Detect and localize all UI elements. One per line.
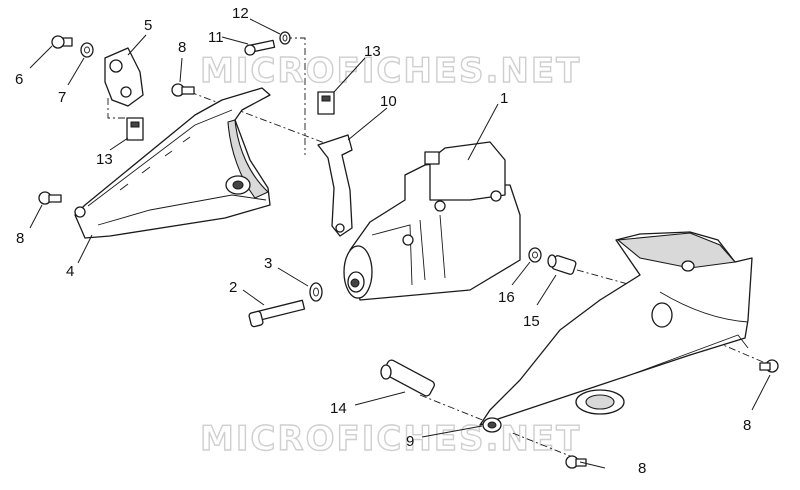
bolt-2-part <box>248 299 306 328</box>
clamp-bracket-part <box>104 47 144 107</box>
callout-10: 10 <box>380 93 397 110</box>
screw-8-right-part <box>759 359 779 373</box>
washer-16-part <box>528 247 542 263</box>
screw-8-top-part <box>171 83 195 97</box>
washer-12-part <box>279 31 291 45</box>
callout-14: 14 <box>330 400 347 417</box>
callout-7: 7 <box>58 89 66 106</box>
support-bracket-part <box>317 134 353 237</box>
callout-15: 15 <box>523 313 540 330</box>
callout-8-bottom: 8 <box>638 460 646 477</box>
washer-3-part <box>309 282 323 302</box>
clip-right-part <box>317 91 335 115</box>
callout-3: 3 <box>264 255 272 272</box>
spacer-15-part <box>547 254 577 275</box>
lower-cover-part <box>479 231 753 433</box>
callout-8-right: 8 <box>743 417 751 434</box>
callout-5: 5 <box>144 17 152 34</box>
screw-8-left-part <box>38 191 62 205</box>
callout-11: 11 <box>208 29 224 46</box>
watermark-bottom: MICROFICHES.NET <box>200 419 581 459</box>
callout-6: 6 <box>15 71 23 88</box>
callout-8-left: 8 <box>16 230 24 247</box>
callout-labels: 1 2 3 4 5 6 7 8 8 8 8 9 10 11 12 13 13 1… <box>15 5 751 477</box>
callout-1: 1 <box>500 90 508 107</box>
callout-2: 2 <box>229 279 237 296</box>
washer-7-part <box>80 42 94 58</box>
starter-motor-part <box>343 141 521 301</box>
spacer-14-part <box>380 359 435 397</box>
screw-6-part <box>51 35 73 49</box>
callout-8-top: 8 <box>178 39 186 56</box>
watermark-top: MICROFICHES.NET <box>200 51 581 91</box>
callout-9: 9 <box>406 433 414 450</box>
clip-left-part <box>126 117 144 141</box>
callout-16: 16 <box>498 289 515 306</box>
callout-12: 12 <box>232 5 249 22</box>
left-guard-part <box>74 87 271 239</box>
callout-13-right: 13 <box>364 43 381 60</box>
screw-8-bottom-part <box>565 455 587 469</box>
screw-11-part <box>244 39 276 56</box>
callout-13-left: 13 <box>96 151 113 168</box>
leader-lines <box>29 18 771 469</box>
callout-4: 4 <box>66 263 74 280</box>
